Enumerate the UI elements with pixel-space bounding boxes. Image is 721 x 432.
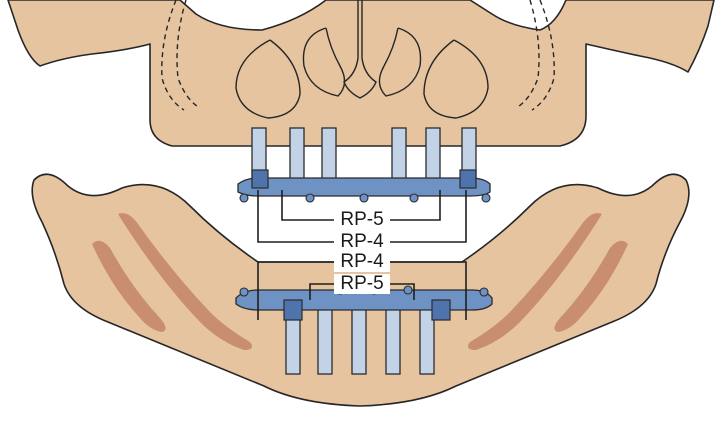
upper-bar-right-block <box>460 170 476 188</box>
lower-clip-5 <box>480 288 488 296</box>
lower-implant-3 <box>352 304 366 374</box>
upper-bar <box>238 170 490 202</box>
maxilla-bone <box>8 0 714 146</box>
labels: RP-5 RP-4 RP-4 RP-5 <box>334 209 390 294</box>
maxilla <box>8 0 714 146</box>
upper-bar-body <box>238 178 490 196</box>
lower-bar-left-block <box>284 300 302 320</box>
lower-outer-label: RP-4 <box>340 251 384 272</box>
upper-clip-3 <box>360 194 368 202</box>
upper-clip-4 <box>410 194 418 202</box>
lower-implant-4 <box>386 304 400 374</box>
upper-clip-1 <box>240 194 248 202</box>
lower-inner-label: RP-5 <box>340 273 383 294</box>
lower-bar-right-block <box>432 300 450 320</box>
upper-clip-5 <box>482 194 490 202</box>
lower-implant-2 <box>318 304 332 374</box>
upper-clip-2 <box>306 194 314 202</box>
upper-inner-label: RP-5 <box>340 209 383 230</box>
upper-bar-left-block <box>252 170 268 188</box>
lower-clip-1 <box>240 288 248 296</box>
upper-outer-label: RP-4 <box>340 231 384 252</box>
lower-clip-4 <box>404 286 412 294</box>
